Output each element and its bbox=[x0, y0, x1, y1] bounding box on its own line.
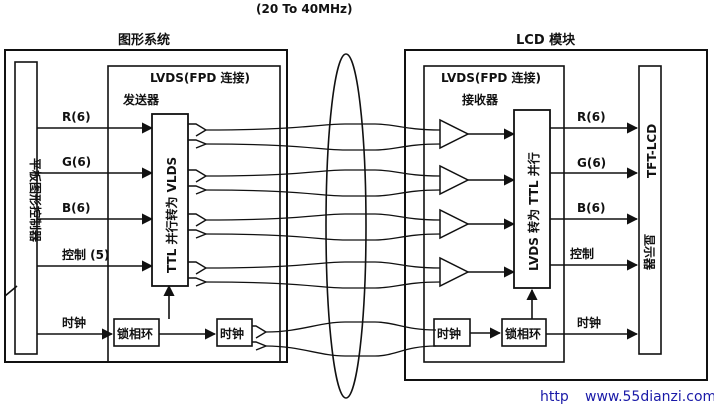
pll-label-left: 锁相环 bbox=[117, 326, 153, 341]
cable-pair-4a bbox=[205, 261, 441, 269]
signal-right-g: G(6) bbox=[577, 156, 606, 170]
amplifier-2 bbox=[439, 164, 470, 196]
clock-label-right: 时钟 bbox=[437, 326, 461, 341]
driver-1b bbox=[188, 139, 208, 149]
driver-3b bbox=[188, 229, 208, 239]
cable-pair-2b bbox=[205, 189, 441, 197]
signal-right-r: R(6) bbox=[577, 110, 606, 124]
signal-left-clock: 时钟 bbox=[62, 315, 86, 330]
driver-3a bbox=[188, 213, 208, 227]
converter-label-left: TTL 并行转为 VLDS bbox=[164, 157, 179, 273]
cable-pair-2a bbox=[205, 169, 441, 177]
driver-clk-b bbox=[252, 341, 268, 351]
signal-left-g: G(6) bbox=[62, 155, 91, 169]
signal-right-clock: 时钟 bbox=[577, 315, 601, 330]
lvds-drivers-left bbox=[188, 123, 268, 351]
pll-box-left bbox=[113, 318, 160, 347]
cable-pair-3a bbox=[205, 213, 441, 221]
controller-tick bbox=[4, 285, 18, 297]
controller-bar bbox=[14, 61, 38, 355]
driver-2b bbox=[188, 185, 208, 195]
receiver-sub: 接收器 bbox=[462, 92, 499, 107]
driver-4a bbox=[188, 261, 208, 275]
display-bar bbox=[638, 65, 662, 355]
driver-4b bbox=[188, 277, 208, 287]
driver-2a bbox=[188, 169, 208, 183]
signal-right-control: 控制 bbox=[570, 246, 594, 261]
driver-1a bbox=[188, 123, 208, 137]
amplifier-4 bbox=[439, 256, 470, 288]
receiver-frame bbox=[423, 65, 565, 363]
cable-clk-a bbox=[265, 321, 437, 333]
converter-label-right: LVDS 转为 TTL 并行 bbox=[526, 152, 541, 271]
cable-bundle-oval bbox=[325, 53, 367, 399]
lvds-cable-pairs bbox=[205, 123, 441, 357]
signal-left-r: R(6) bbox=[62, 110, 91, 124]
graphics-system-title: 图形系统 bbox=[118, 32, 170, 48]
transmitter-frame bbox=[107, 65, 281, 363]
cable-pair-4b bbox=[205, 281, 441, 289]
pll-box-right bbox=[501, 318, 547, 347]
driver-clk-a bbox=[252, 325, 268, 339]
clock-box-left bbox=[216, 318, 253, 347]
frequency-label: (20 To 40MHz) bbox=[256, 2, 353, 16]
amplifier-3 bbox=[439, 208, 470, 240]
display-type-label: TFT-LCD bbox=[645, 124, 659, 178]
signal-left-control: 控制 (5) bbox=[62, 247, 110, 262]
clock-label-left: 时钟 bbox=[220, 326, 244, 341]
signal-right-b: B(6) bbox=[577, 201, 605, 215]
cable-pair-1b bbox=[205, 143, 441, 151]
watermark-url: www.55dianzi.com bbox=[585, 389, 714, 405]
transmitter-title: LVDS(FPD 连接) bbox=[150, 70, 250, 85]
amplifier-1 bbox=[439, 118, 470, 150]
watermark-prefix: http bbox=[540, 389, 569, 405]
receiver-title: LVDS(FPD 连接) bbox=[441, 70, 541, 85]
cable-pair-1a bbox=[205, 123, 441, 131]
lvds-to-ttl-converter bbox=[513, 109, 551, 289]
display-label: 显示器 bbox=[642, 234, 656, 271]
signal-left-b: B(6) bbox=[62, 201, 90, 215]
lcd-module-title: LCD 模块 bbox=[516, 32, 576, 48]
cable-pair-3b bbox=[205, 233, 441, 241]
receiver-amplifiers bbox=[439, 118, 470, 288]
pll-label-right: 锁相环 bbox=[505, 326, 541, 341]
lcd-module-box bbox=[404, 49, 708, 381]
cable-clk-b bbox=[265, 345, 437, 357]
transmitter-sub: 发送器 bbox=[122, 92, 160, 107]
controller-label: 平板图形控制器 bbox=[28, 158, 43, 243]
